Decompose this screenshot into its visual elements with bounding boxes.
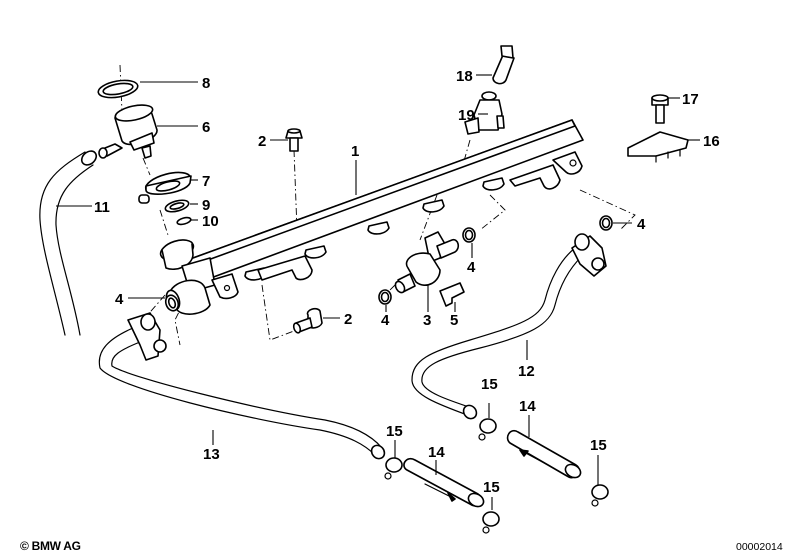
part-15-clamp-c	[482, 511, 500, 534]
part-4-o-ring-b	[378, 289, 392, 305]
callout-12[interactable]: 12	[518, 363, 535, 380]
callout-16[interactable]: 16	[703, 133, 720, 150]
callout-15-b[interactable]: 15	[481, 376, 498, 393]
callout-4-right[interactable]: 4	[637, 216, 646, 233]
part-8-o-ring	[97, 79, 139, 99]
part-4-o-ring-c	[462, 227, 476, 243]
callout-19[interactable]: 19	[458, 107, 475, 124]
part-2-bolt-top	[285, 128, 303, 152]
callout-5[interactable]: 5	[450, 312, 458, 329]
part-14-hose-left	[403, 458, 485, 508]
callout-4-left[interactable]: 4	[115, 291, 124, 308]
callout-3[interactable]: 3	[423, 312, 431, 329]
callout-18[interactable]: 18	[456, 68, 473, 85]
part-1-fuel-rail	[159, 119, 584, 315]
callout-4-injector[interactable]: 4	[381, 312, 390, 329]
part-11-hose	[39, 150, 98, 336]
part-15-clamp-b	[478, 418, 497, 441]
part-2-bolt-lower	[292, 307, 323, 334]
part-14-hose-right	[506, 430, 582, 479]
part-19-connector	[464, 91, 505, 135]
callout-14-a[interactable]: 14	[428, 444, 445, 461]
copyright-text: © BMW AG	[20, 539, 81, 553]
callout-2-lower[interactable]: 2	[344, 311, 352, 328]
callout-15-d[interactable]: 15	[590, 437, 607, 454]
part-17-bolt	[651, 94, 669, 124]
part-18-connector	[492, 45, 515, 85]
part-4-o-ring-a	[164, 294, 180, 312]
part-9-o-ring	[164, 199, 190, 213]
callout-15-c[interactable]: 15	[483, 479, 500, 496]
drawing-number: 00002014	[736, 541, 783, 553]
part-10-o-ring	[176, 216, 192, 226]
callout-7[interactable]: 7	[202, 173, 210, 190]
callout-15-a[interactable]: 15	[386, 423, 403, 440]
part-12-fuel-line	[411, 233, 607, 420]
part-6-pressure-regulator	[98, 104, 158, 159]
callout-10[interactable]: 10	[202, 213, 219, 230]
callout-6[interactable]: 6	[202, 119, 210, 136]
part-5-clip	[439, 282, 465, 307]
part-15-clamp-a	[384, 457, 403, 480]
part-15-clamp-d	[591, 484, 609, 507]
callout-numbers: 8 6 7 9 10 11 2 1 4 2 4 3 5 4 4 18 19 17…	[94, 68, 720, 496]
callout-13[interactable]: 13	[203, 446, 220, 463]
callout-4-upper[interactable]: 4	[467, 259, 476, 276]
part-16-bracket	[627, 131, 689, 163]
callout-14-b[interactable]: 14	[519, 398, 536, 415]
callout-1[interactable]: 1	[351, 143, 359, 160]
part-13-fuel-line	[98, 312, 386, 460]
callout-8[interactable]: 8	[202, 75, 210, 92]
callout-11[interactable]: 11	[94, 199, 110, 216]
callout-9[interactable]: 9	[202, 197, 210, 214]
part-4-o-ring-d	[599, 215, 613, 231]
callout-leader-lines	[56, 74, 700, 510]
part-3-injector	[394, 231, 460, 294]
callout-2-top[interactable]: 2	[258, 133, 266, 150]
callout-17[interactable]: 17	[682, 91, 699, 108]
part-7-clamp	[138, 171, 192, 204]
